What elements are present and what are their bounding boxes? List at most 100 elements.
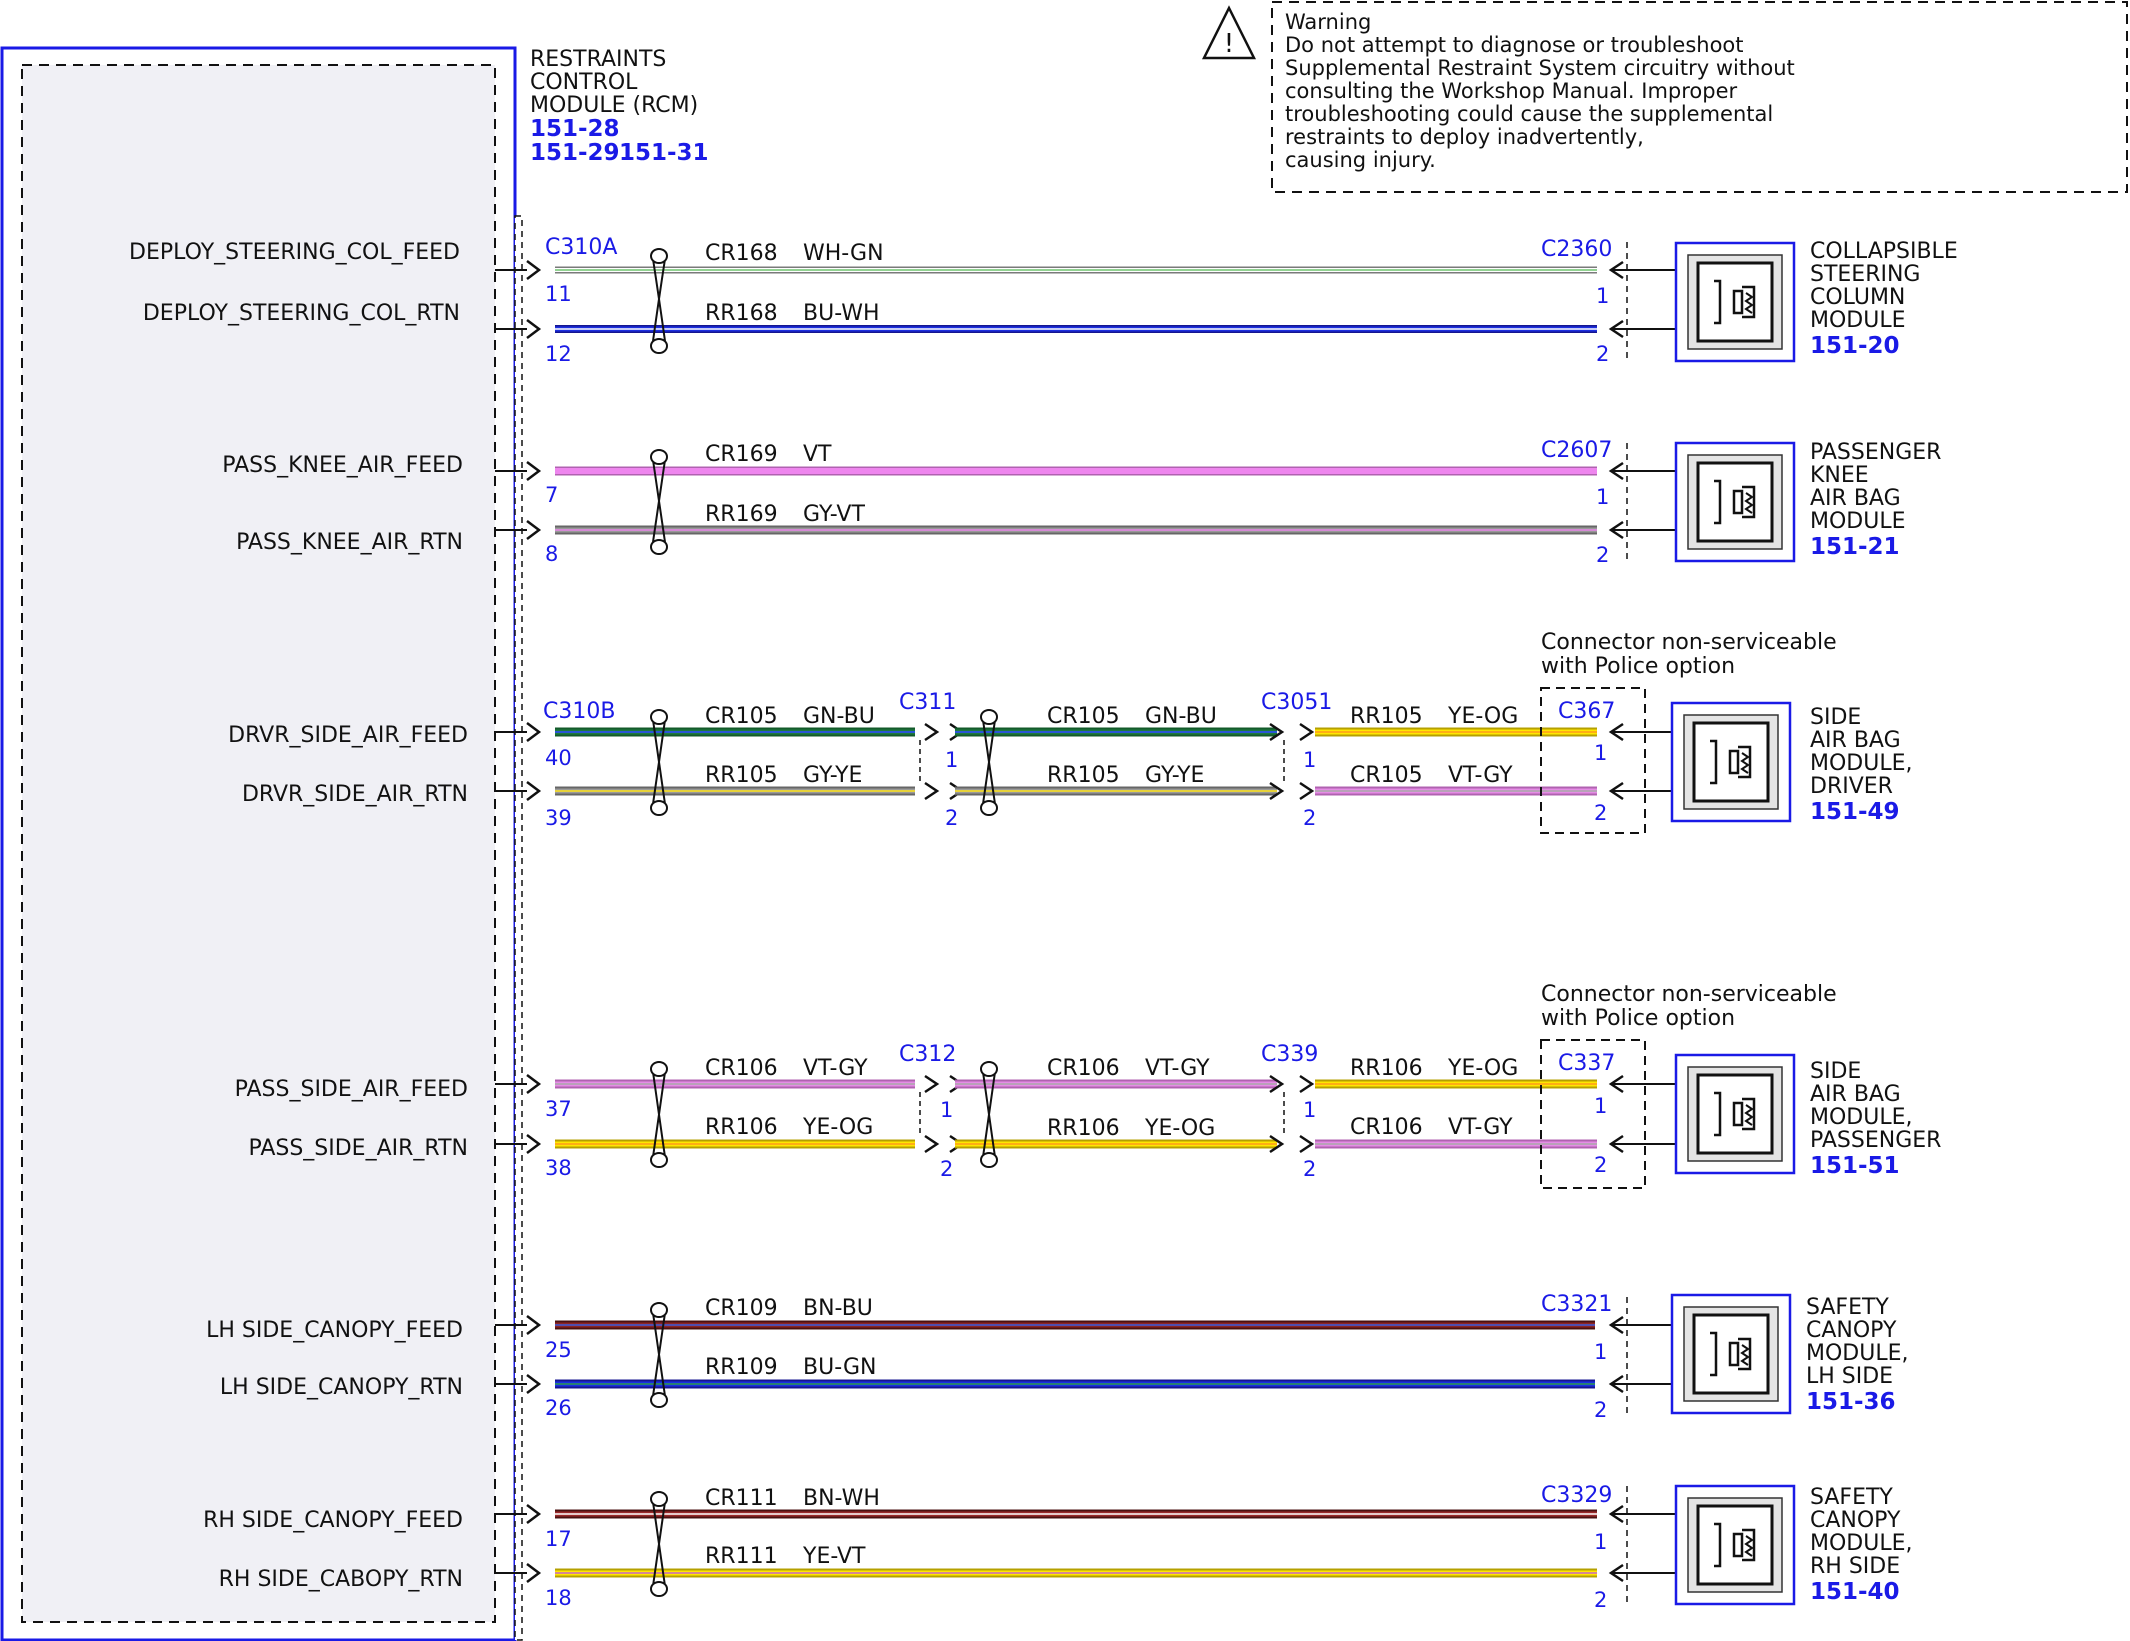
connector-id[interactable]: C3321 <box>1541 1292 1612 1317</box>
warning-icon-glyph: ! <box>1224 29 1234 59</box>
wire-color: YE-VT <box>802 1544 866 1569</box>
module-ref[interactable]: 151-20 <box>1810 333 1900 359</box>
warning-line-7: causing injury. <box>1285 148 1436 172</box>
module-name: SAFETY <box>1810 1485 1893 1510</box>
module-name: RH SIDE <box>1810 1554 1900 1579</box>
connector-id[interactable]: C367 <box>1558 699 1615 724</box>
pin-number: 38 <box>545 1156 572 1180</box>
module-ref[interactable]: 151-40 <box>1810 1579 1900 1605</box>
pin-number: 2 <box>1594 801 1607 825</box>
warning-icon <box>1201 5 1257 60</box>
pin-number: 1 <box>945 748 958 772</box>
connector-id[interactable]: C339 <box>1261 1042 1318 1067</box>
circuit-number: CR106 <box>1350 1115 1423 1140</box>
module-ref[interactable]: 151-36 <box>1806 1389 1896 1415</box>
circuit-steering-column: DEPLOY_STEERING_COL_FEED DEPLOY_STEERING… <box>129 235 1958 366</box>
connector-id[interactable]: C337 <box>1558 1051 1615 1076</box>
wire-color: GN-BU <box>803 704 875 729</box>
warning-line-2: Do not attempt to diagnose or troublesho… <box>1285 33 1744 57</box>
module-name: COLLAPSIBLE <box>1810 239 1958 264</box>
circuit-number: RR109 <box>705 1355 778 1380</box>
air-bag-module-icon[interactable] <box>1674 241 1796 363</box>
rcm-ref-3[interactable]: 151-31 <box>619 140 709 166</box>
air-bag-module-icon[interactable] <box>1674 1053 1796 1175</box>
signal-label: PASS_SIDE_AIR_FEED <box>235 1077 468 1102</box>
wire-color: VT <box>803 442 832 467</box>
wire-color: BN-BU <box>803 1296 873 1321</box>
rcm-connector-strip <box>514 215 523 1641</box>
module-ref[interactable]: 151-21 <box>1810 534 1900 560</box>
connector-id[interactable]: C3329 <box>1541 1483 1612 1508</box>
pin-number: 2 <box>1594 1588 1607 1612</box>
module-name: MODULE, <box>1810 1531 1913 1556</box>
warning-line-5: troubleshooting could cause the suppleme… <box>1285 102 1773 126</box>
connector-id[interactable]: C2360 <box>1541 237 1612 262</box>
pin-number: 2 <box>945 806 958 830</box>
wire-color: BN-WH <box>803 1486 880 1511</box>
non-serviceable-box <box>1540 687 1646 834</box>
connector-id[interactable]: C312 <box>899 1042 956 1067</box>
pin-number: 12 <box>545 342 572 366</box>
pin-number: 8 <box>545 542 558 566</box>
module-name: KNEE <box>1810 463 1869 488</box>
wire-color: YE-OG <box>1447 704 1518 729</box>
module-name: SIDE <box>1810 1059 1861 1084</box>
connector-id[interactable]: C310B <box>543 699 615 724</box>
circuit-number: CR111 <box>705 1486 778 1511</box>
pin-number: 39 <box>545 806 572 830</box>
connector-id[interactable]: C310A <box>545 235 617 260</box>
pin-number: 1 <box>1594 1530 1607 1554</box>
module-name: MODULE <box>1810 509 1906 534</box>
rcm-ref-2[interactable]: 151-29 <box>530 140 620 166</box>
module-name: AIR BAG <box>1810 486 1901 511</box>
air-bag-module-icon[interactable] <box>1670 701 1792 823</box>
signal-label: DEPLOY_STEERING_COL_FEED <box>129 240 460 265</box>
connector-note-line-2: with Police option <box>1541 1006 1735 1031</box>
pin-number: 11 <box>545 282 572 306</box>
module-ref[interactable]: 151-49 <box>1810 799 1900 825</box>
module-name: AIR BAG <box>1810 1082 1901 1107</box>
rcm-title-line-1: RESTRAINTS <box>530 47 666 72</box>
circuit-number: RR106 <box>1350 1056 1423 1081</box>
rcm-ref-1[interactable]: 151-28 <box>530 116 620 142</box>
circuit-number: CR105 <box>1047 704 1120 729</box>
module-name: LH SIDE <box>1806 1364 1893 1389</box>
rcm-title-line-2: CONTROL <box>530 70 638 95</box>
pin-number: 25 <box>545 1338 572 1362</box>
pin-number: 1 <box>940 1098 953 1122</box>
pin-number: 37 <box>545 1097 572 1121</box>
connector-id[interactable]: C3051 <box>1261 690 1332 715</box>
air-bag-module-icon[interactable] <box>1674 441 1796 563</box>
wire-color: WH-GN <box>803 241 884 266</box>
air-bag-module-icon[interactable] <box>1670 1293 1792 1415</box>
signal-label: DEPLOY_STEERING_COL_RTN <box>143 301 460 326</box>
pin-number: 1 <box>1596 485 1609 509</box>
connector-id[interactable]: C2607 <box>1541 438 1612 463</box>
air-bag-module-icon[interactable] <box>1674 1484 1796 1606</box>
wire-color: VT-GY <box>1145 1056 1210 1081</box>
pin-number: 1 <box>1596 284 1609 308</box>
circuit-lh-canopy: LH SIDE_CANOPY_FEED LH SIDE_CANOPY_RTN 2… <box>206 1292 1908 1422</box>
connector-id[interactable]: C311 <box>899 690 956 715</box>
circuit-number: CR106 <box>705 1056 778 1081</box>
wire-color: VT-GY <box>1448 763 1513 788</box>
module-name: COLUMN <box>1810 285 1905 310</box>
circuit-rh-canopy: RH SIDE_CANOPY_FEED RH SIDE_CABOPY_RTN 1… <box>203 1483 1912 1612</box>
pin-number: 2 <box>1303 1157 1316 1181</box>
module-name: SAFETY <box>1806 1295 1889 1320</box>
warning-box <box>1271 1 2128 193</box>
wire-color: GN-BU <box>1145 704 1217 729</box>
module-ref[interactable]: 151-51 <box>1810 1153 1900 1179</box>
circuit-number: CR109 <box>705 1296 778 1321</box>
circuit-passenger-side: PASS_SIDE_AIR_FEED PASS_SIDE_AIR_RTN 37 … <box>235 982 1941 1189</box>
wire-color: YE-OG <box>802 1115 873 1140</box>
module-name: PASSENGER <box>1810 440 1941 465</box>
wire-color: YE-OG <box>1447 1056 1518 1081</box>
circuit-number: CR105 <box>705 704 778 729</box>
module-name: PASSENGER <box>1810 1128 1941 1153</box>
pin-number: 1 <box>1303 1098 1316 1122</box>
circuit-number: RR111 <box>705 1544 778 1569</box>
pin-number: 2 <box>1303 806 1316 830</box>
